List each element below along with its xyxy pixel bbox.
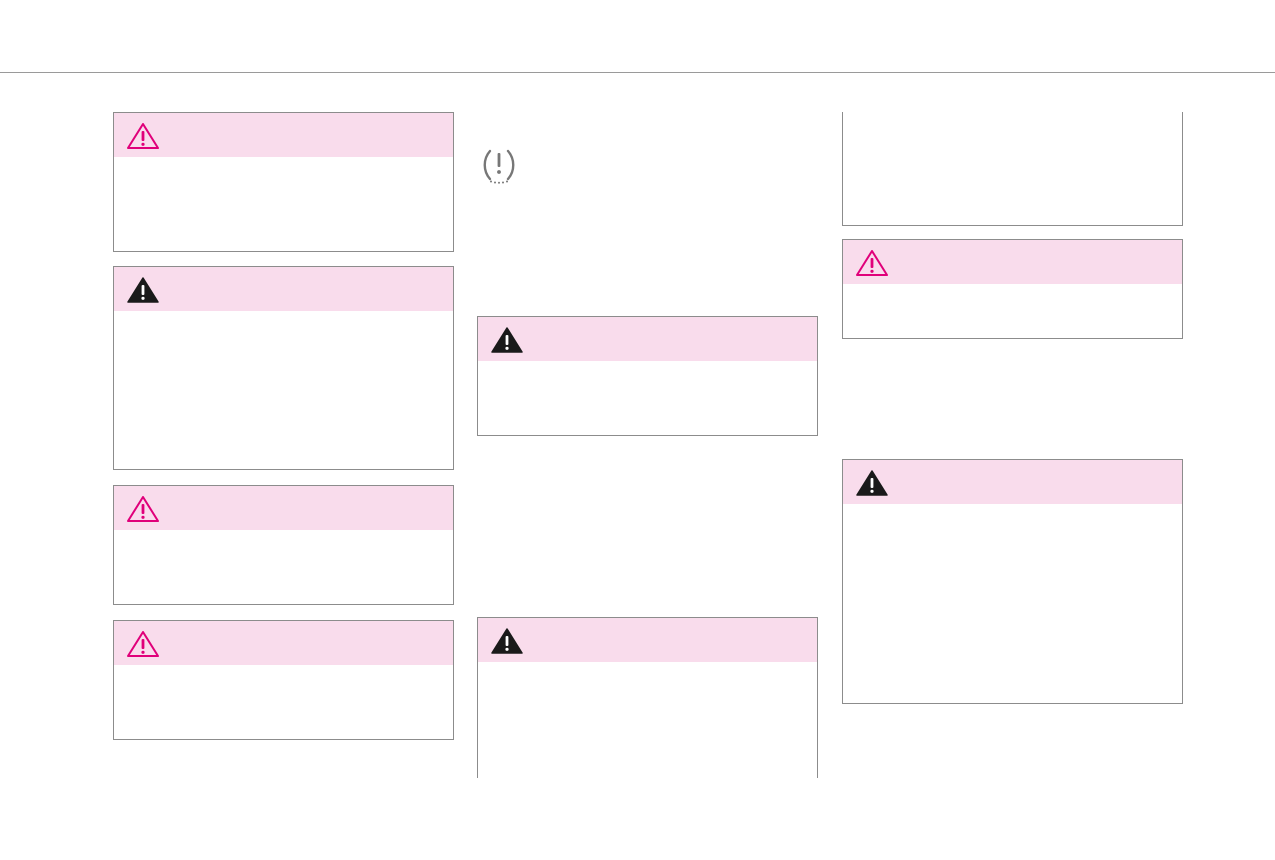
warning-box-continues bbox=[477, 617, 818, 778]
caution-outline-triangle-icon bbox=[127, 496, 159, 522]
caution-box bbox=[113, 485, 454, 605]
warning-box-header bbox=[478, 618, 817, 662]
warning-box bbox=[842, 459, 1183, 704]
page-top-rule bbox=[0, 72, 1275, 73]
warning-box bbox=[113, 266, 454, 470]
tire-pressure-warning-icon bbox=[483, 149, 515, 184]
warning-filled-triangle-icon bbox=[127, 277, 159, 303]
caution-box-header bbox=[114, 486, 453, 530]
warning-filled-triangle-icon bbox=[856, 470, 888, 496]
caution-box bbox=[113, 620, 454, 740]
caution-outline-triangle-icon bbox=[856, 250, 888, 276]
caution-box bbox=[842, 239, 1183, 339]
caution-box bbox=[113, 112, 454, 252]
warning-box bbox=[477, 316, 818, 436]
warning-box-header bbox=[843, 460, 1182, 504]
caution-box-header bbox=[114, 621, 453, 665]
warning-filled-triangle-icon bbox=[491, 628, 523, 654]
caution-outline-triangle-icon bbox=[127, 123, 159, 149]
warning-filled-triangle-icon bbox=[491, 327, 523, 353]
continued-box bbox=[842, 112, 1183, 226]
warning-box-header bbox=[114, 267, 453, 311]
caution-box-header bbox=[843, 240, 1182, 284]
warning-box-header bbox=[478, 317, 817, 361]
caution-box-header bbox=[114, 113, 453, 157]
caution-outline-triangle-icon bbox=[127, 631, 159, 657]
